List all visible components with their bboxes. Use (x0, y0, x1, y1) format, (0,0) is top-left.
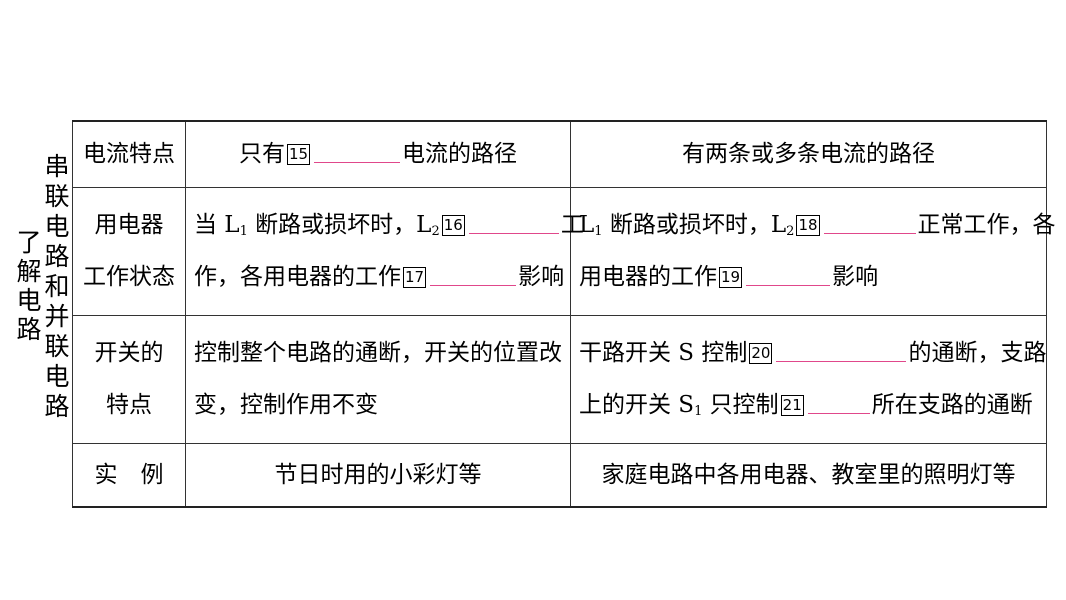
blank-number-16: 16 (441, 215, 465, 236)
cell-series-switch: 控制整个电路的通断，开关的位置改 变，控制作用不变 (185, 314, 571, 444)
blank-number-20: 20 (749, 343, 773, 364)
blank-number-15: 15 (286, 144, 311, 166)
blank-number-21: 21 (780, 395, 804, 416)
cell-parallel-example: 家庭电路中各用电器、教室里的照明灯等 (570, 442, 1047, 508)
side-label-understand-circuits: 了 解 电 路 (16, 228, 42, 344)
cell-series-example: 节日时用的小彩灯等 (185, 442, 571, 508)
blank-number-17: 17 (403, 267, 427, 288)
fill-blank-15[interactable] (314, 144, 401, 164)
blank-number-18: 18 (796, 215, 820, 236)
fill-blank-21[interactable] (807, 395, 870, 414)
row-label-appliance: 用电器 工作状态 (72, 186, 186, 316)
row-label-current: 电流特点 (72, 120, 186, 188)
blank-number-19: 19 (719, 267, 743, 288)
table-row-switch: 开关的 特点 控制整个电路的通断，开关的位置改 变，控制作用不变 干路开关 S … (72, 314, 1047, 444)
row-label-example: 实 例 (72, 442, 186, 508)
cell-parallel-current: 有两条或多条电流的路径 (570, 120, 1047, 188)
fill-blank-20[interactable] (776, 343, 907, 362)
fill-blank-18[interactable] (823, 215, 916, 234)
fill-blank-17[interactable] (430, 267, 517, 286)
fill-blank-16[interactable] (468, 215, 559, 234)
fill-blank-19[interactable] (746, 267, 831, 286)
side-label-series-parallel: 串 联 电 路 和 并 联 电 路 (44, 152, 70, 421)
row-label-switch: 开关的 特点 (72, 314, 186, 444)
table-row-example: 实 例 节日时用的小彩灯等 家庭电路中各用电器、教室里的照明灯等 (72, 442, 1047, 508)
